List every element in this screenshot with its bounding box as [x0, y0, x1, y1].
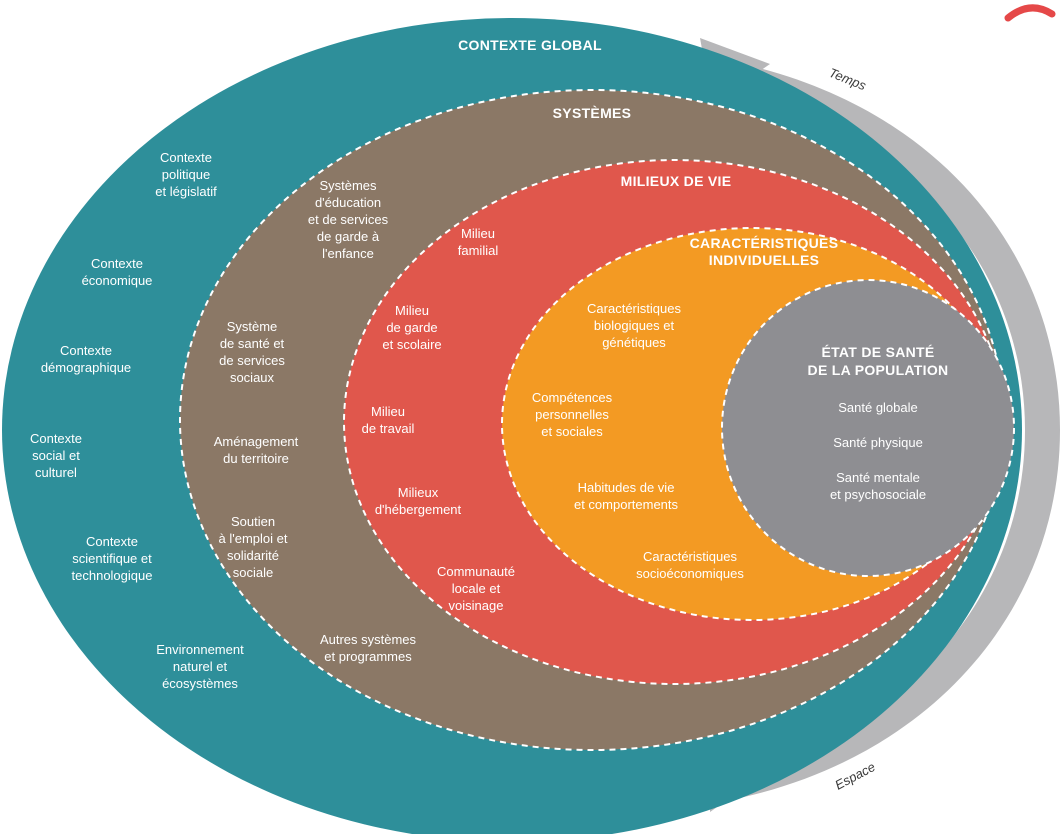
living-environment-item: Milieux d'hébergement — [375, 485, 462, 517]
systems-item: Système de santé et de services sociaux — [219, 319, 285, 385]
health-item: Santé physique — [833, 435, 923, 450]
text-line: Contexte — [30, 431, 82, 446]
text-line: l'enfance — [322, 246, 374, 261]
population-health-core — [721, 279, 1015, 577]
text-line: de garde — [386, 320, 437, 335]
text-line: Contexte — [160, 150, 212, 165]
text-line: Contexte — [86, 534, 138, 549]
systems-item: Systèmes d'éducation et de services de gard… — [308, 178, 389, 261]
arrow-ring-icon — [700, 56, 1060, 800]
text-line: économique — [82, 273, 153, 288]
text-line: CARACTÉRISTIQUES — [690, 235, 839, 251]
health-item: Santé mentale et psychosociale — [830, 470, 926, 502]
individual-characteristic-item: Compétences personnelles et sociales — [532, 390, 613, 439]
text-line: écosystèmes — [162, 676, 238, 691]
text-line: Compétences — [532, 390, 613, 405]
text-line: à l'emploi et — [219, 531, 288, 546]
systems-item: Autres systèmes et programmes — [320, 632, 417, 664]
individual-characteristic-item: Habitudes de vie et comportements — [574, 480, 679, 512]
individual-characteristic-item: Caractéristiques biologiques et génétiques — [587, 301, 681, 350]
text-line: de santé et — [220, 336, 285, 351]
text-line: et sociales — [541, 424, 603, 439]
text-line: Autres systèmes — [320, 632, 417, 647]
text-line: voisinage — [449, 598, 504, 613]
systems-item: Soutien à l'emploi et solidarité sociale — [219, 514, 288, 580]
text-line: naturel et — [173, 659, 228, 674]
text-line: ÉTAT DE SANTÉ — [821, 344, 934, 360]
text-line: Santé mentale — [836, 470, 920, 485]
text-line: Milieu — [395, 303, 429, 318]
text-line: culturel — [35, 465, 77, 480]
text-line: personnelles — [535, 407, 609, 422]
text-line: Milieux — [398, 485, 439, 500]
global-context-title: CONTEXTE GLOBAL — [458, 37, 602, 53]
text-line: et législatif — [155, 184, 217, 199]
global-context-item: Contexte social et culturel — [30, 431, 82, 480]
text-line: politique — [162, 167, 210, 182]
living-environment-item: Communauté locale et voisinage — [437, 564, 515, 613]
text-line: Milieu — [461, 226, 495, 241]
text-line: d'éducation — [315, 195, 381, 210]
text-line: Contexte — [91, 256, 143, 271]
text-line: Contexte — [60, 343, 112, 358]
text-line: INDIVIDUELLES — [709, 252, 819, 268]
text-line: Caractéristiques — [643, 549, 737, 564]
text-line: de services — [219, 353, 285, 368]
logo-fragment-icon — [1004, 4, 1056, 22]
living-environment-item: Milieu familial — [458, 226, 499, 258]
text-line: Systèmes — [319, 178, 377, 193]
text-line: de travail — [362, 421, 415, 436]
text-line: scientifique et — [72, 551, 152, 566]
text-line: Santé physique — [833, 435, 923, 450]
text-line: technologique — [72, 568, 153, 583]
text-line: Aménagement — [214, 434, 299, 449]
text-line: socioéconomiques — [636, 566, 744, 581]
text-line: familial — [458, 243, 499, 258]
text-line: démographique — [41, 360, 131, 375]
global-context-item: Contexte scientifique et technologique — [72, 534, 153, 583]
text-line: Santé globale — [838, 400, 918, 415]
text-line: social et — [32, 448, 80, 463]
global-context-item: Contexte économique — [82, 256, 153, 288]
individual-characteristic-item: Caractéristiques socioéconomiques — [636, 549, 744, 581]
text-line: Caractéristiques — [587, 301, 681, 316]
text-line: sociale — [233, 565, 273, 580]
global-context-item: Contexte démographique — [41, 343, 131, 375]
living-environment-item: Milieu de garde et scolaire — [382, 303, 441, 352]
text-line: et scolaire — [382, 337, 441, 352]
text-line: Habitudes de vie — [578, 480, 675, 495]
text-line: sociaux — [230, 370, 275, 385]
population-health-title: ÉTAT DE SANTÉ DE LA POPULATION — [808, 344, 949, 378]
health-item: Santé globale — [838, 400, 918, 415]
text-line: de garde à — [317, 229, 380, 244]
global-context-item: Environnement naturel et écosystèmes — [156, 642, 244, 691]
text-line: du territoire — [223, 451, 289, 466]
text-line: Communauté — [437, 564, 515, 579]
text-line: biologiques et — [594, 318, 675, 333]
text-line: solidarité — [227, 548, 279, 563]
text-line: et comportements — [574, 497, 679, 512]
text-line: locale et — [452, 581, 501, 596]
text-line: d'hébergement — [375, 502, 462, 517]
text-line: génétiques — [602, 335, 666, 350]
text-line: Système — [227, 319, 278, 334]
text-line: et psychosociale — [830, 487, 926, 502]
living-environment-item: Milieu de travail — [362, 404, 415, 436]
text-line: Soutien — [231, 514, 275, 529]
time-label: Temps — [827, 65, 869, 94]
systems-title: SYSTÈMES — [553, 105, 632, 121]
systems-item: Aménagement du territoire — [214, 434, 299, 466]
text-line: Milieu — [371, 404, 405, 419]
text-line: et de services — [308, 212, 389, 227]
text-line: et programmes — [324, 649, 412, 664]
text-line: Environnement — [156, 642, 244, 657]
living-environments-title: MILIEUX DE VIE — [621, 173, 732, 189]
global-context-item: Contexte politique et législatif — [155, 150, 217, 199]
text-line: DE LA POPULATION — [808, 362, 949, 378]
